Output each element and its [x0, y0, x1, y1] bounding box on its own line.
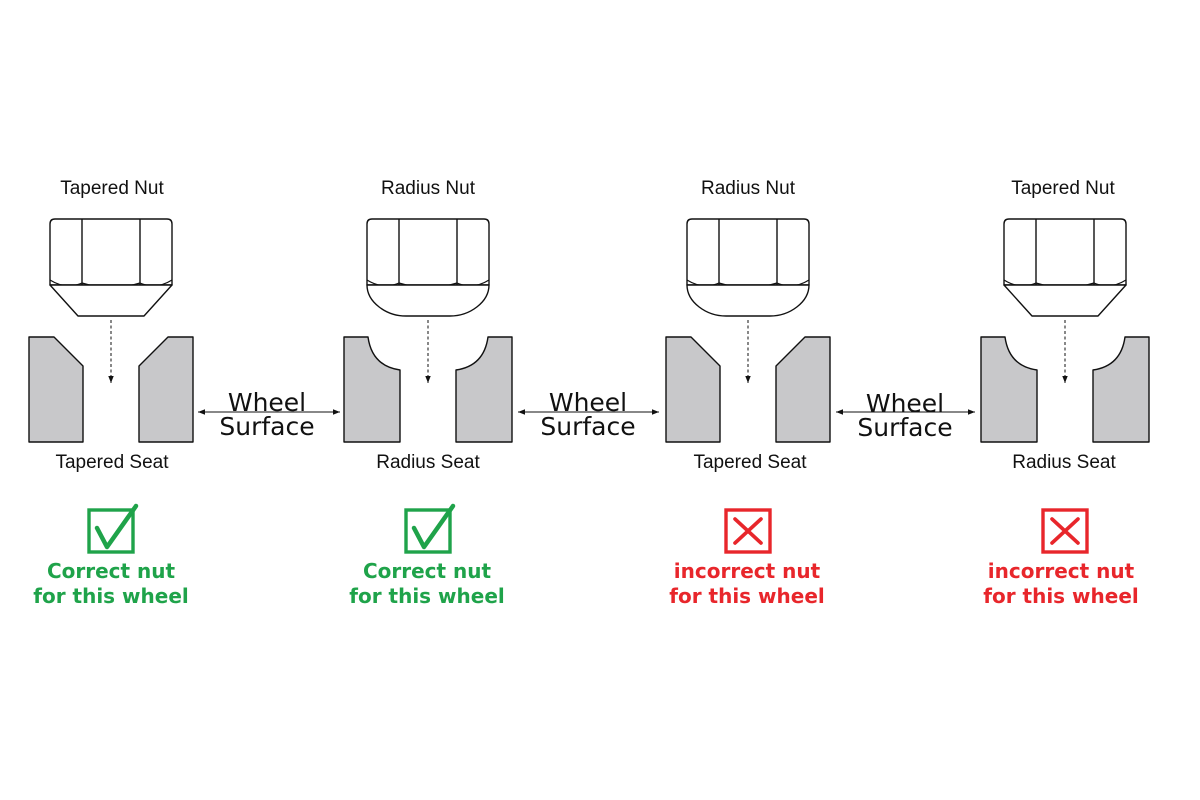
radius-seat-shape [343, 336, 513, 443]
verdict-line-2: for this wheel [669, 584, 825, 608]
radius-nut-icon [686, 218, 810, 383]
radius-seat-shape [980, 336, 1150, 443]
nut-label: Tapered Nut [1011, 178, 1115, 199]
seat-left-block [343, 336, 401, 443]
wheel-surface-line-2: Surface [540, 412, 636, 441]
seat-left-block [665, 336, 721, 443]
x-mark [733, 517, 763, 545]
nut-label: Radius Nut [701, 178, 795, 199]
wheel-surface-line-1: Wheel [548, 388, 628, 417]
seat-right-block [138, 336, 194, 443]
verdict-text: Correct nut for this wheel [1, 559, 221, 609]
check-icon [87, 503, 139, 554]
seat-label: Radius Seat [376, 452, 480, 473]
nut-label: Radius Nut [381, 178, 475, 199]
nut-label: Tapered Nut [60, 178, 164, 199]
nut-body [686, 218, 810, 286]
wheel-surface-line-1: Wheel [865, 389, 945, 418]
nut-radius [686, 284, 810, 317]
seat-right-block [1092, 336, 1150, 443]
seat-left-block [980, 336, 1038, 443]
wheel-surface-label: Wheel Surface [528, 388, 648, 441]
seat-left-block [28, 336, 84, 443]
x-box [724, 508, 772, 554]
nut-body [366, 218, 490, 286]
check-mark [411, 503, 456, 550]
wheel-surface-label: Wheel Surface [845, 389, 965, 442]
nut-body [49, 218, 173, 286]
x-box [1041, 508, 1089, 554]
verdict-text: incorrect nut for this wheel [951, 559, 1171, 609]
check-box [87, 508, 135, 554]
seat-right-block [775, 336, 831, 443]
x-icon [724, 508, 772, 554]
seat-label: Tapered Seat [55, 452, 169, 473]
tapered-seat-shape [665, 336, 831, 443]
verdict-line-2: for this wheel [349, 584, 505, 608]
wheel-surface-line-2: Surface [219, 412, 315, 441]
verdict-line-1: Correct nut [362, 559, 492, 583]
verdict-text: Correct nut for this wheel [317, 559, 537, 609]
tapered-seat-shape [28, 336, 194, 443]
verdict-line-1: incorrect nut [673, 559, 821, 583]
radius-nut-icon [366, 218, 490, 383]
check-mark [94, 503, 139, 550]
seat-label: Radius Seat [1012, 452, 1116, 473]
verdict-line-1: incorrect nut [987, 559, 1135, 583]
wheel-surface-label: Wheel Surface [207, 388, 327, 441]
wheel-surface-line-1: Wheel [227, 388, 307, 417]
seat-right-block [455, 336, 513, 443]
check-box [404, 508, 452, 554]
wheel-surface-line-2: Surface [857, 413, 953, 442]
verdict-line-2: for this wheel [33, 584, 189, 608]
nut-taper [1003, 284, 1127, 317]
verdict-text: incorrect nut for this wheel [637, 559, 857, 609]
x-icon [1041, 508, 1089, 554]
nut-radius [366, 284, 490, 317]
tapered-nut-icon [1003, 218, 1127, 383]
nut-taper [49, 284, 173, 317]
verdict-line-2: for this wheel [983, 584, 1139, 608]
verdict-line-1: Correct nut [46, 559, 176, 583]
seat-label: Tapered Seat [693, 452, 807, 473]
x-mark [1050, 517, 1080, 545]
tapered-nut-icon [49, 218, 173, 383]
nut-body [1003, 218, 1127, 286]
check-icon [404, 503, 456, 554]
